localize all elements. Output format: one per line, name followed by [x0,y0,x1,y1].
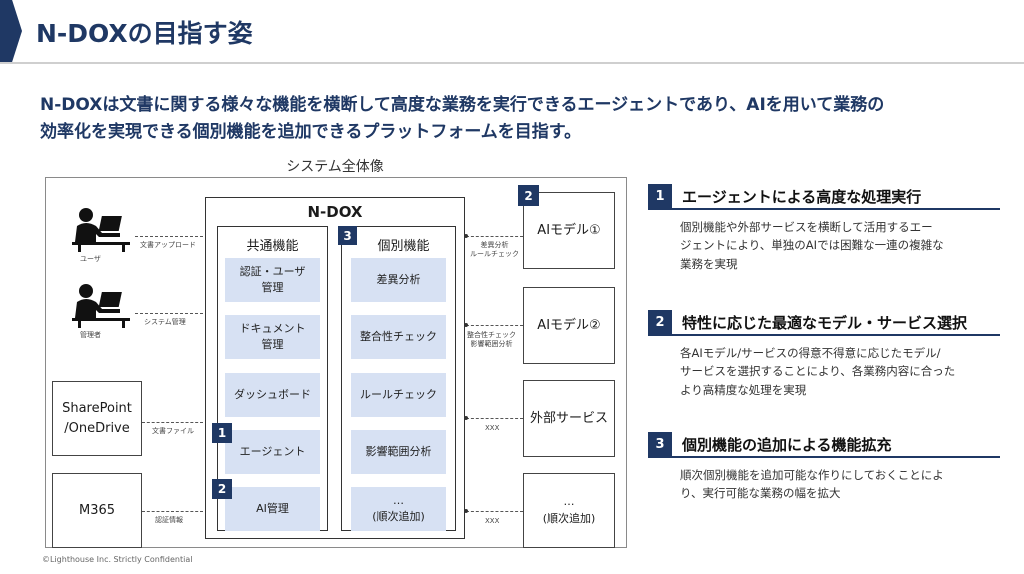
badge-ai-management: 2 [212,479,232,499]
flow-more-services-label: XXX [485,517,500,525]
arrow-user [135,236,203,237]
function-ai-management: AI管理 [225,487,320,531]
flow-sharepoint-label: 文書ファイル [152,427,194,435]
point-2-rule [648,334,1000,336]
flow-user-label: 文書アップロード [140,241,196,249]
function-document-management: ドキュメント 管理 [225,315,320,359]
function-rule-check: ルールチェック [351,373,446,417]
source-m365-box: M365 [52,473,142,548]
badge-agent: 1 [212,423,232,443]
point-2-title: 特性に応じた最適なモデル・サービス選択 [682,314,968,332]
arrow-m365 [142,511,203,512]
arrow-end-dot [464,416,468,420]
arrow-more-services [466,511,523,512]
lead-line-2: 効率化を実現できる個別機能を追加できるプラットフォームを目指す。 [40,122,582,142]
function-dashboard: ダッシュボード [225,373,320,417]
common-functions-header: 共通機能 [246,239,299,254]
ai-model-2-box: AIモデル② [523,287,615,364]
flow-ai-model-2-label: 整合性チェック 影響範囲分析 [467,331,516,348]
page-title: N-DOXの目指す姿 [36,19,253,48]
function-diff-analysis: 差異分析 [351,258,446,302]
lead-line-1: N-DOXは文書に関する様々な機能を横断して高度な業務を実行できるエージェントで… [40,95,885,115]
badge-individual: 3 [338,226,357,245]
arrow-admin [135,313,203,314]
actor-admin-label: 管理者 [80,331,101,339]
point-3-rule [648,456,1000,458]
flow-ai-model-1-label: 差異分析 ルールチェック [470,241,519,258]
more-services-box: … (順次追加) [523,473,615,548]
point-2-description: 各AIモデル/サービスの得意不得意に応じたモデル/ サービスを選択することにより… [680,346,956,397]
point-3-title: 個別機能の追加による機能拡充 [682,436,892,454]
arrow-end-dot [464,323,468,327]
badge-ai-model-1: 2 [518,185,539,206]
ndox-title: N-DOX [307,203,363,221]
function-agent: エージェント [225,430,320,474]
individual-functions-header: 個別機能 [377,239,430,254]
arrow-ai-model-1 [466,236,523,237]
flow-external-service-label: XXX [485,424,500,432]
function-impact-analysis: 影響範囲分析 [351,430,446,474]
user-icon [72,208,130,252]
function-consistency-check: 整合性チェック [351,315,446,359]
arrow-external-service [466,418,523,419]
title-divider [0,62,1024,64]
title-chevron [0,0,22,62]
flow-admin-label: システム管理 [144,318,186,326]
admin-icon [72,284,130,328]
external-service-box: 外部サービス [523,380,615,457]
point-1-rule [648,208,1000,210]
function-auth-user: 認証・ユーザ 管理 [225,258,320,302]
point-3-description: 順次個別機能を追加可能な作りにしておくことによ り、実行可能な業務の幅を拡大 [680,468,944,501]
source-sharepoint-box: SharePoint /OneDrive [52,381,142,456]
point-1-badge: 1 [648,184,672,208]
diagram-caption: システム全体像 [286,159,384,175]
diagram-frame [45,177,627,548]
point-2-badge: 2 [648,310,672,334]
actor-user-label: ユーザ [80,255,101,263]
arrow-end-dot [464,234,468,238]
arrow-sharepoint [142,422,203,423]
arrow-end-dot [464,509,468,513]
point-1-description: 個別機能や外部サービスを横断して活用するエー ジェントにより、単独のAIでは困難… [680,220,944,271]
arrow-ai-model-2 [466,325,523,326]
footer-copyright: ©Lighthouse Inc. Strictly Confidential [42,555,193,564]
function-more-to-come: … (順次追加) [351,487,446,531]
point-1-title: エージェントによる高度な処理実行 [682,188,922,206]
flow-m365-label: 認証情報 [155,516,183,524]
point-3-badge: 3 [648,432,672,456]
